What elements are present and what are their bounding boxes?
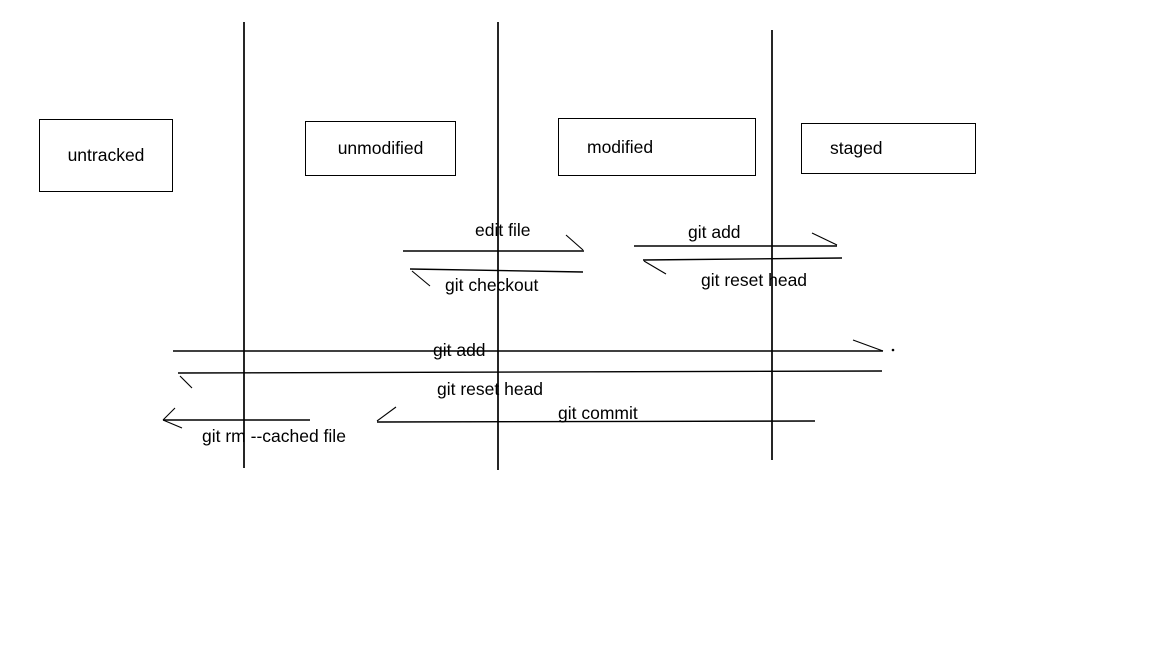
arrow-head-git-commit	[376, 406, 397, 422]
arrow-head-git-rm-cached-upper	[162, 407, 176, 421]
arrow-shaft-git-commit	[376, 420, 816, 423]
state-box-untracked: untracked	[39, 119, 173, 192]
arrow-label-edit-file: edit file	[475, 220, 531, 240]
arrow-label-git-checkout: git checkout	[445, 275, 539, 295]
arrow-head-git-rm-cached-lower	[162, 419, 183, 429]
arrow-label-git-add-small: git add	[688, 222, 741, 242]
arrow-head-git-add-small	[811, 232, 838, 246]
arrow-label-git-reset-head-long: git reset head	[437, 379, 544, 399]
arrow-dot-git-add-long	[891, 348, 895, 352]
arrow-label-git-rm-cached: git rm --cached file	[202, 426, 346, 446]
state-box-modified: modified	[558, 118, 756, 176]
arrow-head-git-checkout	[411, 270, 431, 287]
arrow-shaft-git-checkout	[409, 268, 584, 273]
state-label-untracked: untracked	[67, 145, 145, 165]
arrow-head-git-reset-head-small	[643, 260, 667, 275]
state-label-staged: staged	[830, 138, 883, 158]
arrow-head-edit-file	[565, 234, 584, 251]
arrow-label-git-reset-head-small: git reset head	[701, 270, 808, 290]
state-box-staged: staged	[801, 123, 976, 174]
arrow-shaft-git-reset-head-small	[642, 257, 843, 261]
arrow-label-git-add-long: git add	[433, 340, 486, 360]
arrow-head-git-add-long	[852, 339, 884, 352]
arrow-head-git-reset-head-long	[179, 375, 193, 389]
state-label-unmodified: unmodified	[337, 138, 424, 158]
arrow-label-git-commit: git commit	[558, 403, 638, 423]
arrow-shaft-git-reset-head-long	[177, 370, 883, 374]
state-label-modified: modified	[587, 136, 654, 157]
state-box-unmodified: unmodified	[305, 121, 456, 176]
